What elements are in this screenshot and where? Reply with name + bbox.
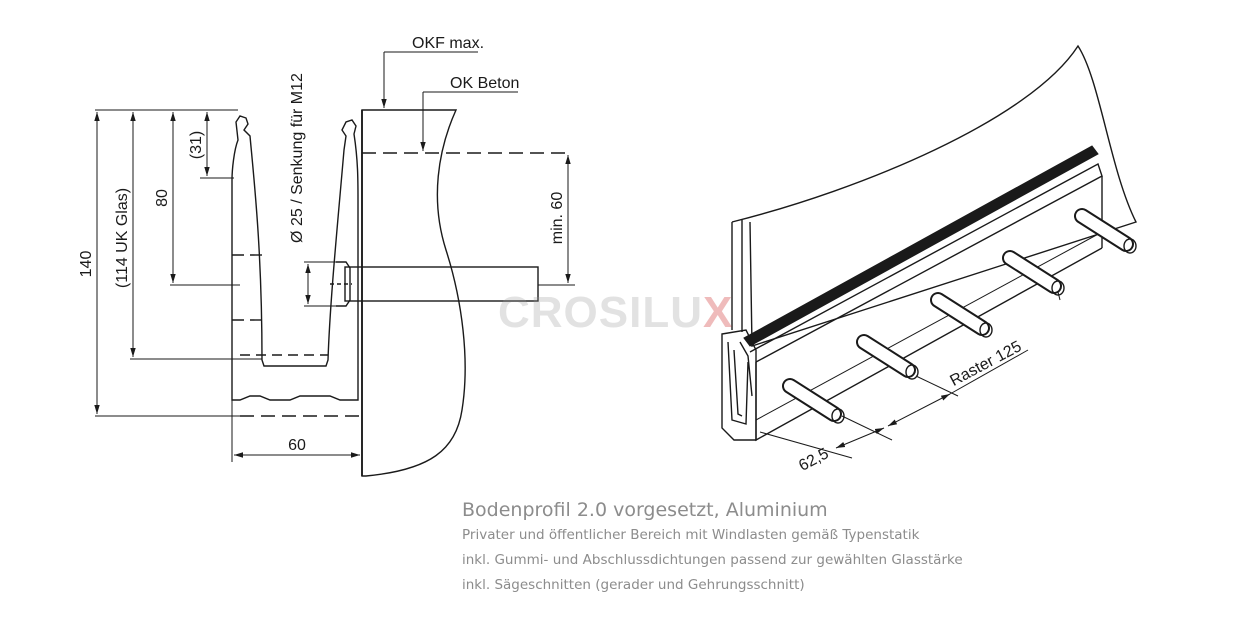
- bolts: [782, 208, 1137, 424]
- caption-line: Privater und öffentlicher Bereich mit Wi…: [462, 527, 920, 543]
- label-raster: Raster 125: [947, 338, 1024, 390]
- label-width-60: 60: [288, 437, 306, 454]
- caption-line: inkl. Gummi- und Abschlussdichtungen pas…: [462, 552, 963, 568]
- watermark-main: CROSILU: [498, 288, 703, 337]
- label-ok-beton: OK Beton: [450, 75, 519, 92]
- label-dim-140: 140: [78, 251, 95, 278]
- label-min-60: min. 60: [549, 192, 566, 245]
- glass-panel: [731, 44, 1137, 347]
- brand-watermark: CROSILUX: [498, 288, 733, 338]
- label-okf-max: OKF max.: [412, 35, 484, 52]
- isometric-view: [721, 44, 1137, 459]
- label-dim-625: 62,5: [796, 445, 832, 475]
- label-dim-31: (31): [188, 131, 205, 159]
- profile-end: [721, 329, 757, 441]
- label-dim-80: 80: [154, 189, 171, 207]
- label-dim-114: (114 UK Glas): [114, 188, 131, 288]
- profile-outline: [231, 115, 359, 401]
- label-senkung: Ø 25 / Senkung für M12: [289, 73, 306, 243]
- section-view: [94, 51, 575, 477]
- caption-title: Bodenprofil 2.0 vorgesetzt, Aluminium: [462, 499, 828, 521]
- profile-top: [743, 145, 1099, 347]
- caption: Bodenprofil 2.0 vorgesetzt, Aluminium Pr…: [462, 497, 963, 598]
- caption-line: inkl. Sägeschnitten (gerader und Gehrung…: [462, 577, 805, 593]
- watermark-accent: X: [703, 288, 734, 337]
- wall-body: [361, 109, 466, 477]
